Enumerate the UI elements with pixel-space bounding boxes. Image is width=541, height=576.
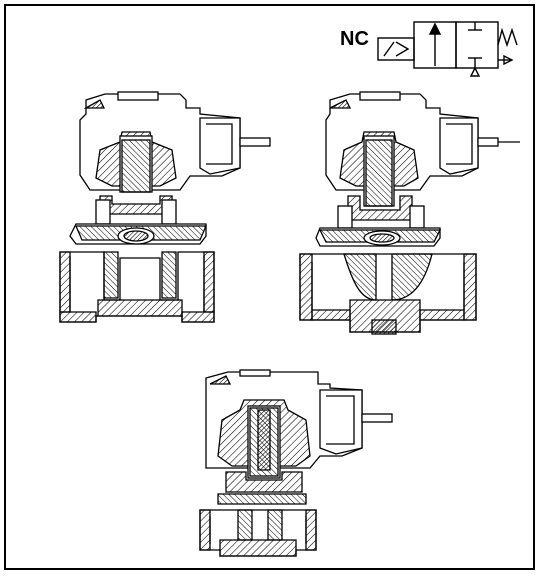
right-section-view bbox=[299, 91, 520, 335]
left-section-view bbox=[59, 91, 271, 323]
nc-label: NC bbox=[340, 28, 369, 50]
bottom-section-view bbox=[199, 369, 393, 557]
valve-schematic-symbol bbox=[377, 21, 518, 77]
